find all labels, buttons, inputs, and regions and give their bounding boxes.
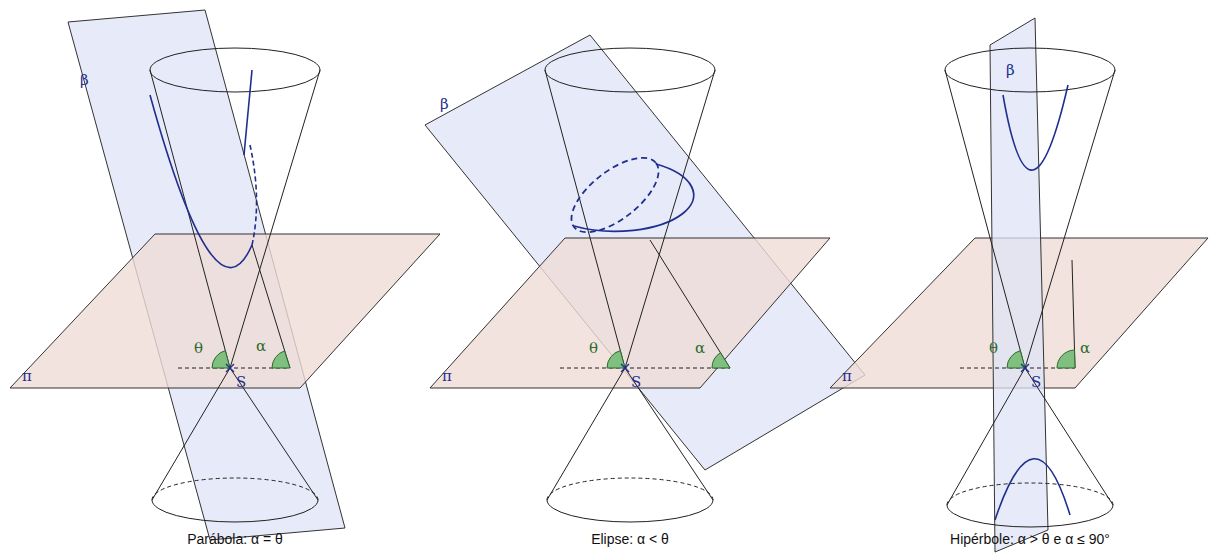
angle-label: α <box>256 338 266 355</box>
parabola-panel <box>10 10 440 540</box>
caption-text: Parábola: α = θ <box>187 532 283 547</box>
plane-label: π <box>22 368 32 385</box>
angle-label: θ <box>194 340 203 357</box>
plane-label: β <box>1006 62 1015 79</box>
angle-label: θ <box>989 340 998 357</box>
caption-text: Elipse: α < θ <box>591 532 669 547</box>
plane-label: β <box>80 72 89 89</box>
apex-label: S <box>631 374 641 391</box>
angle-label: α <box>695 340 705 357</box>
apex-label: S <box>1031 374 1041 391</box>
apex-label: S <box>236 374 246 391</box>
hyperbola-panel <box>830 18 1208 552</box>
plane-label: β <box>440 96 449 113</box>
ellipse-panel <box>425 35 865 522</box>
angle-label: α <box>1080 340 1090 357</box>
plane-label: π <box>442 368 452 385</box>
caption-text: Hipérbole: α > θ e α ≤ 90° <box>950 532 1110 547</box>
angle-label: θ <box>589 340 598 357</box>
plane-label: π <box>842 368 852 385</box>
